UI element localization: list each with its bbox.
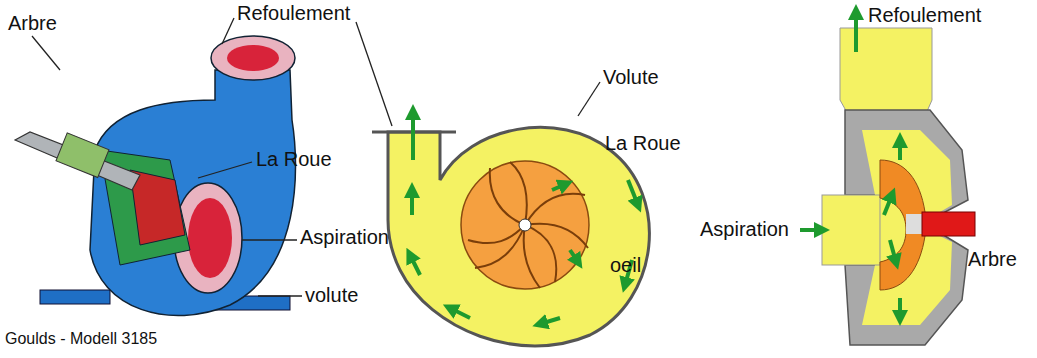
part-label: Refoulement: [237, 2, 350, 25]
part-label: Aspiration: [700, 218, 789, 241]
part-label: Aspiration: [300, 226, 389, 249]
part-label: Goulds - Modell 3185: [5, 330, 157, 348]
part-label: La Roue: [256, 148, 332, 171]
part-label: La Roue: [605, 132, 681, 155]
part-label: Arbre: [968, 248, 1017, 271]
part-label: volute: [305, 284, 358, 307]
part-label: oeil: [610, 254, 641, 277]
part-label: Arbre: [8, 12, 57, 35]
part-label: Volute: [603, 66, 659, 89]
left-pump: [15, 36, 296, 316]
right-section: [800, 12, 975, 345]
part-label: Refoulement: [868, 4, 981, 27]
